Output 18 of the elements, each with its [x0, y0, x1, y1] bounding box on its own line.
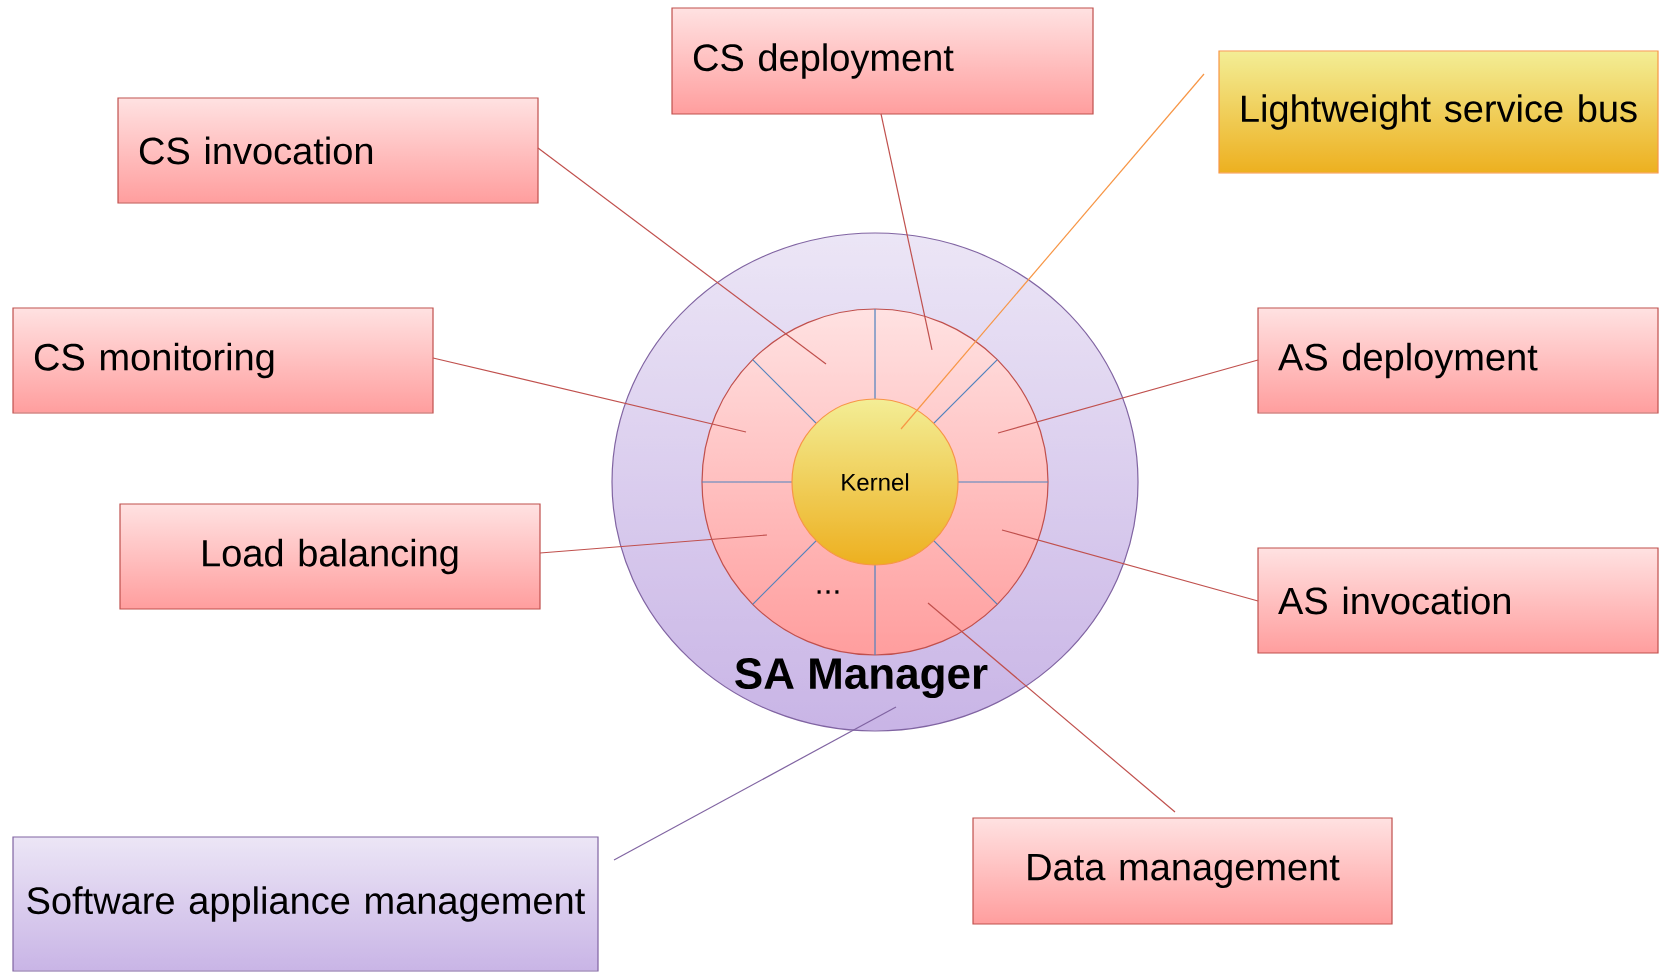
label-box: CS invocation: [117, 97, 539, 204]
label-box: AS invocation: [1257, 547, 1659, 654]
leader-line: [927, 602, 1176, 813]
label-box: Lightweight service bus: [1218, 50, 1659, 174]
label-box: CS deployment: [671, 7, 1094, 115]
leader-line: [880, 113, 933, 351]
leader-line: [1001, 529, 1259, 602]
leader-line: [539, 534, 768, 554]
label-box: Data management: [972, 817, 1393, 925]
leader-line: [537, 147, 827, 365]
label-box: Software appliance management: [12, 836, 599, 972]
leader-line: [613, 706, 897, 861]
leader-line: [900, 73, 1205, 430]
label-box: AS deployment: [1257, 307, 1659, 414]
label-box: Load balancing: [119, 503, 541, 610]
leader-line: [997, 359, 1259, 434]
label-box: CS monitoring: [12, 307, 434, 414]
leader-line: [432, 357, 747, 433]
